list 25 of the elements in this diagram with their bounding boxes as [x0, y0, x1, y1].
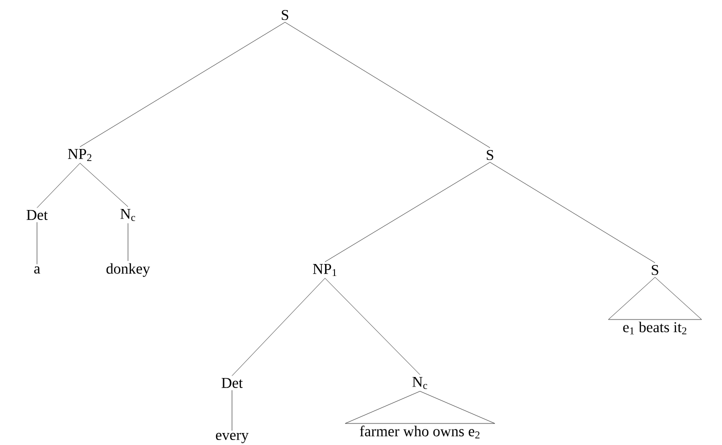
node-label: N$_{c}$ — [412, 376, 428, 390]
node-label: Det — [222, 378, 243, 388]
branch-line — [80, 22, 286, 148]
branch-line — [80, 163, 128, 207]
node-label: NP$_{2}$ — [68, 149, 92, 161]
branch-line — [232, 278, 326, 376]
node-label: a — [34, 266, 40, 274]
node-label: NP$_{1}$ — [312, 264, 336, 276]
triangle — [608, 277, 702, 320]
node-label: S — [486, 150, 494, 160]
node-label: N$_{c}$ — [120, 208, 136, 222]
node-label: every — [216, 432, 249, 444]
branch-line — [324, 162, 490, 262]
node-label: e$_{1}$ beats it$_{2}$ — [623, 322, 686, 334]
branch-line — [36, 163, 80, 208]
branch-line — [36, 222, 38, 264]
node-label: S — [282, 10, 288, 20]
branch-line — [490, 162, 656, 263]
node-label: farmer who owns e$_{2}$ — [360, 426, 480, 438]
branch-line — [324, 278, 420, 375]
node-label: donkey — [106, 263, 150, 277]
triangle — [345, 391, 495, 424]
node-label: S — [652, 264, 658, 276]
branch-line — [284, 22, 490, 148]
node-label: Det — [26, 210, 48, 220]
